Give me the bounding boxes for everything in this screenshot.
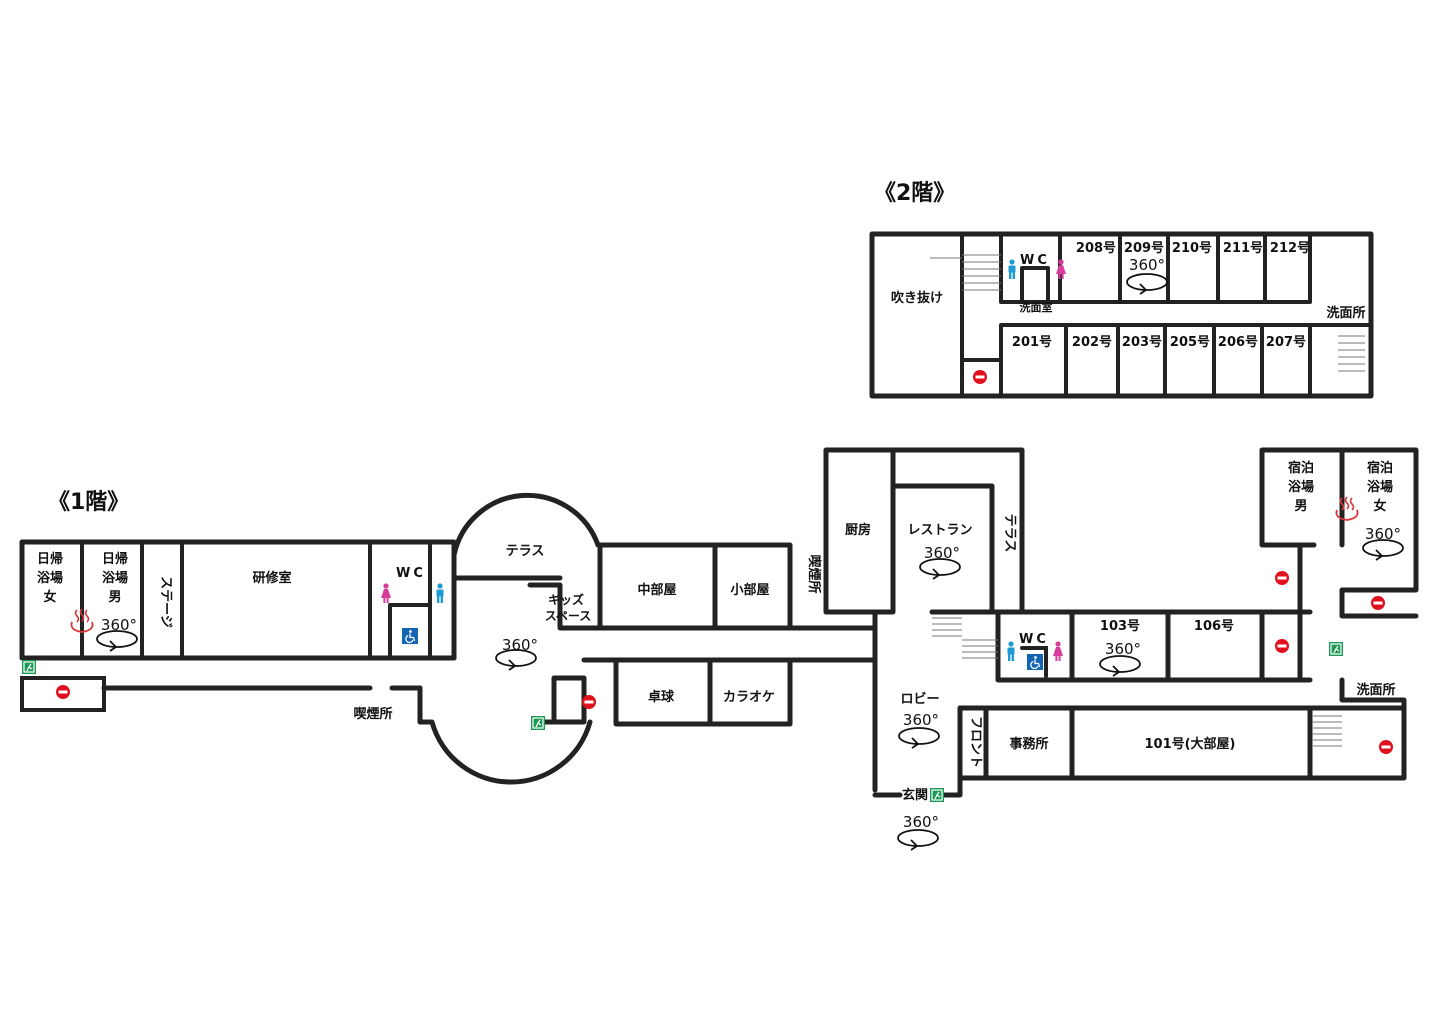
- label-shukuhaku-onna-2: 浴場: [1367, 479, 1393, 495]
- no-entry-icon: [1275, 571, 1289, 585]
- label-restaurant: レストラン: [907, 523, 972, 538]
- rotate-360-icon[interactable]: [1126, 273, 1168, 295]
- label-shukuhaku-otoko-1: 宿泊: [1288, 460, 1314, 476]
- label-higaeri-otoko-3: 男: [108, 590, 121, 605]
- no-entry-icon: [1379, 740, 1393, 754]
- label-shukuhaku-onna-1: 宿泊: [1367, 460, 1393, 476]
- no-entry-icon: [1371, 596, 1385, 610]
- view-360-label[interactable]: 360°: [903, 813, 939, 831]
- label-karaoke: カラオケ: [723, 690, 775, 705]
- view-360-label[interactable]: 360°: [101, 616, 137, 634]
- view-360-label[interactable]: 360°: [502, 636, 538, 654]
- label-senmenjo-2f: 洗面所: [1326, 305, 1365, 321]
- label-wc-2f: WC: [1020, 253, 1050, 268]
- label-terrace-round: テラス: [506, 544, 545, 559]
- label-shukuhaku-otoko-3: 男: [1294, 499, 1307, 514]
- room-106: 106号: [1194, 619, 1234, 634]
- room-101: 101号(大部屋): [1144, 736, 1235, 752]
- room-205: 205号: [1170, 335, 1210, 350]
- label-kenshu: 研修室: [252, 570, 291, 586]
- rotate-360-icon[interactable]: [1099, 655, 1141, 677]
- label-nakabeya: 中部屋: [637, 582, 676, 598]
- no-entry-icon: [582, 695, 596, 709]
- room-208: 208号: [1076, 241, 1116, 256]
- emergency-exit-icon: [929, 787, 945, 803]
- label-terrace-east: テラス: [1002, 514, 1017, 553]
- label-chubo: 厨房: [845, 522, 871, 538]
- female-toilet-icon: [381, 583, 391, 603]
- room-202: 202号: [1072, 335, 1112, 350]
- label-higaeri-onna-2: 浴場: [37, 570, 63, 586]
- label-kids-2: スペース: [545, 609, 592, 623]
- label-higaeri-onna-1: 日帰: [37, 551, 63, 567]
- label-higaeri-otoko-2: 浴場: [102, 570, 128, 586]
- room-206: 206号: [1218, 335, 1258, 350]
- room-207: 207号: [1266, 335, 1306, 350]
- label-wc-west: WC: [396, 566, 426, 581]
- label-lobby: ロビー: [900, 691, 939, 707]
- view-360-label[interactable]: 360°: [1105, 640, 1141, 658]
- label-shukuhaku-onna-3: 女: [1373, 498, 1386, 514]
- room-103: 103号: [1100, 619, 1140, 634]
- room-209: 209号: [1124, 241, 1164, 256]
- rotate-360-icon[interactable]: [96, 630, 138, 652]
- label-stage: ステージ: [158, 576, 173, 628]
- label-shukuhaku-otoko-2: 浴場: [1288, 479, 1314, 495]
- second-floor-walls: [869, 231, 1374, 399]
- label-senmenshitsu: 洗面室: [1020, 300, 1053, 314]
- label-higaeri-otoko-1: 日帰: [102, 551, 128, 567]
- emergency-exit-icon: [21, 659, 37, 675]
- label-kobeya: 小部屋: [730, 582, 769, 598]
- emergency-exit-icon: [1328, 641, 1344, 657]
- wheelchair-icon: [401, 627, 419, 645]
- rotate-360-icon[interactable]: [897, 829, 939, 851]
- label-takkyu: 卓球: [648, 689, 675, 705]
- label-kids-1: キッズ: [548, 592, 584, 607]
- male-toilet-icon: [1008, 259, 1016, 279]
- label-kitsuen-west: 喫煙所: [353, 706, 392, 722]
- room-212: 212号: [1270, 241, 1310, 256]
- no-entry-icon: [56, 685, 70, 699]
- view-360-label[interactable]: 360°: [903, 711, 939, 729]
- room-210: 210号: [1172, 241, 1212, 256]
- room-203: 203号: [1122, 335, 1162, 350]
- rotate-360-icon[interactable]: [1362, 539, 1404, 561]
- wheelchair-icon: [1026, 653, 1044, 671]
- rotate-360-icon[interactable]: [898, 727, 940, 749]
- label-kitsuen-mid: 喫煙所: [806, 554, 822, 593]
- first-floor-walls: [19, 447, 1419, 798]
- label-jimusho: 事務所: [1009, 736, 1048, 752]
- no-entry-icon: [973, 370, 987, 384]
- label-wc-east: WC: [1019, 632, 1049, 647]
- label-higaeri-onna-3: 女: [43, 589, 56, 605]
- view-360-label[interactable]: 360°: [1365, 525, 1401, 543]
- room-211: 211号: [1223, 241, 1263, 256]
- no-entry-icon: [1275, 639, 1289, 653]
- emergency-exit-icon: [530, 715, 546, 731]
- label-front: フロント: [968, 716, 983, 768]
- label-fukinuke: 吹き抜け: [891, 290, 943, 306]
- label-genkan: 玄関: [902, 787, 928, 803]
- rotate-360-icon[interactable]: [919, 558, 961, 580]
- male-toilet-icon: [1007, 641, 1015, 661]
- view-360-label[interactable]: 360°: [924, 544, 960, 562]
- view-360-label[interactable]: 360°: [1129, 256, 1165, 274]
- floor-title-1f: 《1階》: [48, 490, 129, 515]
- floor-title-2f: 《2階》: [874, 181, 955, 206]
- female-toilet-icon: [1053, 641, 1063, 661]
- male-toilet-icon: [436, 583, 444, 603]
- room-201: 201号: [1012, 335, 1052, 350]
- label-senmenjo-1f: 洗面所: [1356, 682, 1395, 698]
